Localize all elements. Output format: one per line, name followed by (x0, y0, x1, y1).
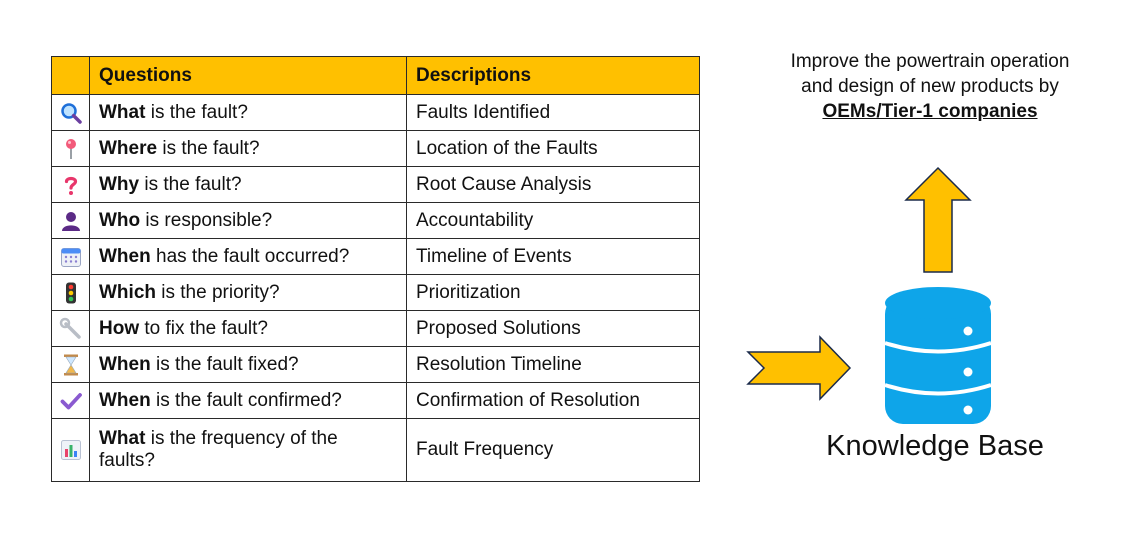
goal-line-1: Improve the powertrain operation (790, 51, 1070, 72)
description-cell: Timeline of Events (406, 238, 700, 275)
question-cell: Which is the priority? (89, 274, 407, 311)
table-row: Where is the fault? Location of the Faul… (51, 130, 700, 167)
question-cell: What is the fault? (89, 94, 407, 131)
description-cell: Faults Identified (406, 94, 700, 131)
right-arrow-icon (746, 335, 852, 401)
bar-chart-icon (51, 418, 90, 482)
question-keyword: When (99, 245, 151, 267)
description-cell: Prioritization (406, 274, 700, 311)
question-cell: Where is the fault? (89, 130, 407, 167)
question-keyword: Which (99, 281, 156, 303)
table-row: Why is the fault? Root Cause Analysis (51, 166, 700, 203)
question-keyword: How (99, 317, 140, 339)
question-cell: Who is responsible? (89, 202, 407, 239)
question-text: is the priority? (156, 281, 280, 303)
person-icon (51, 202, 90, 239)
table-row: How to fix the fault? Proposed Solutions (51, 310, 700, 347)
header-icon-cell (51, 56, 90, 95)
table-row: Who is responsible? Accountability (51, 202, 700, 239)
table-row: When is the fault fixed? Resolution Time… (51, 346, 700, 383)
goal-company: OEMs/Tier-1 companies (822, 101, 1038, 122)
question-cell: How to fix the fault? (89, 310, 407, 347)
question-text: is the fault confirmed? (150, 389, 342, 411)
description-cell: Root Cause Analysis (406, 166, 700, 203)
goal-line-2: and design of new products by (801, 76, 1059, 97)
question-keyword: Who (99, 209, 141, 231)
question-cell: When is the fault confirmed? (89, 382, 407, 419)
description-cell: Location of the Faults (406, 130, 700, 167)
table-row: When has the fault occurred? Timeline of… (51, 238, 700, 275)
question-text: is the fault? (145, 101, 248, 123)
checkmark-icon (51, 382, 90, 419)
question-cell: Why is the fault? (89, 166, 407, 203)
question-text: to fix the fault? (139, 317, 268, 339)
database-icon (884, 287, 992, 424)
knowledge-base-label: Knowledge Base (826, 430, 1044, 462)
question-keyword: Where (99, 137, 158, 159)
question-text: is the fault fixed? (150, 353, 299, 375)
question-keyword: When (99, 389, 151, 411)
question-text: is responsible? (140, 209, 273, 231)
calendar-icon (51, 238, 90, 275)
wrench-icon (51, 310, 90, 347)
description-cell: Fault Frequency (406, 418, 700, 482)
question-keyword: What (99, 428, 146, 449)
question-cell: What is the frequency of the faults? (89, 418, 407, 482)
up-arrow-icon (904, 166, 972, 273)
header-descriptions: Descriptions (406, 56, 700, 95)
goal-text: Improve the powertrain operation and des… (755, 49, 1105, 124)
question-keyword: What (99, 101, 146, 123)
question-text: is the frequency of the faults? (99, 428, 338, 471)
question-cell: When is the fault fixed? (89, 346, 407, 383)
table-row: When is the fault confirmed? Confirmatio… (51, 382, 700, 419)
description-cell: Resolution Timeline (406, 346, 700, 383)
table-row: Which is the priority? Prioritization (51, 274, 700, 311)
table-row: What is the frequency of the faults? Fau… (51, 418, 700, 482)
question-text: is the fault? (157, 137, 260, 159)
questions-table: Questions Descriptions What is the fault… (51, 56, 700, 482)
question-keyword: When (99, 353, 151, 375)
table-row: What is the fault? Faults Identified (51, 94, 700, 131)
question-text: has the fault occurred? (150, 245, 350, 267)
question-keyword: Why (99, 173, 140, 195)
question-text: is the fault? (139, 173, 242, 195)
